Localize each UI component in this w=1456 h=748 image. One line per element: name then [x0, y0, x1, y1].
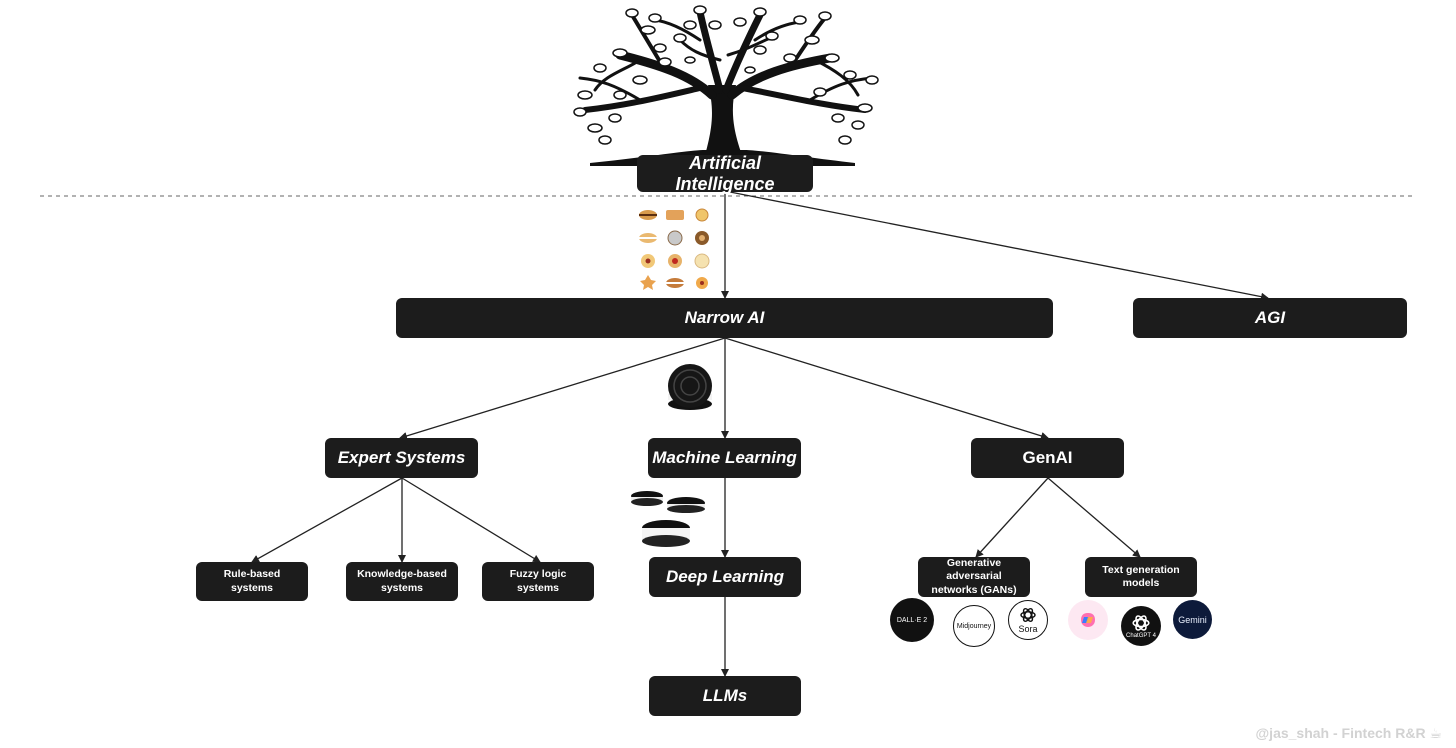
edge-ai-agi	[729, 191, 1269, 301]
watermark: @jas_shah - Fintech R&R ☕	[1255, 725, 1442, 741]
node-narrow-ai: Narrow AI	[396, 298, 1053, 338]
gemini-logo: Gemini	[1173, 600, 1212, 639]
edge-genai-text	[1047, 477, 1141, 558]
stacked-oreo-icon	[631, 491, 705, 547]
sora-logo-label: Sora	[1018, 624, 1038, 634]
edge-narrow-expert	[399, 337, 726, 440]
edge-genai-gans	[975, 477, 1049, 558]
node-deep-learning: Deep Learning	[649, 557, 801, 597]
node-llms: LLMs	[649, 676, 801, 716]
openai-knot-icon	[1020, 608, 1036, 622]
node-expert-systems: Expert Systems	[325, 438, 478, 478]
node-gans: Generative adversarial networks (GANs)	[918, 557, 1030, 597]
cookie-assortment-icon	[639, 208, 710, 290]
midjourney-logo: Midjourney	[953, 605, 995, 647]
node-genai: GenAI	[971, 438, 1124, 478]
node-artificial-intelligence: Artificial Intelligence	[637, 153, 813, 194]
midjourney-logo-label: Midjourney	[956, 622, 992, 630]
sora-logo: Sora	[1008, 600, 1048, 640]
copilot-logo	[1068, 600, 1108, 640]
tree-icon	[573, 5, 879, 166]
node-text-generation-models: Text generation models	[1085, 557, 1197, 597]
node-fuzzy-logic-systems: Fuzzy logic systems	[482, 562, 594, 601]
openai-knot-icon	[1132, 615, 1150, 631]
node-machine-learning: Machine Learning	[648, 438, 801, 478]
node-knowledge-based-systems: Knowledge-based systems	[346, 562, 458, 601]
edge-expert-fuzzy	[401, 477, 541, 563]
edge-expert-rule	[251, 477, 403, 563]
chatgpt-logo: ChatGPT 4	[1121, 606, 1161, 646]
gemini-logo-label: Gemini	[1178, 614, 1207, 625]
copilot-icon	[1081, 613, 1095, 627]
chatgpt-logo-label: ChatGPT 4	[1126, 633, 1156, 639]
node-rule-based-systems: Rule-based systems	[196, 562, 308, 601]
node-agi: AGI	[1133, 298, 1407, 338]
dalle-logo-label: DALL·E 2	[896, 616, 928, 624]
edge-narrow-genai	[724, 337, 1049, 440]
oreo-cookie-icon	[668, 364, 712, 410]
dalle-logo: DALL·E 2	[890, 598, 934, 642]
